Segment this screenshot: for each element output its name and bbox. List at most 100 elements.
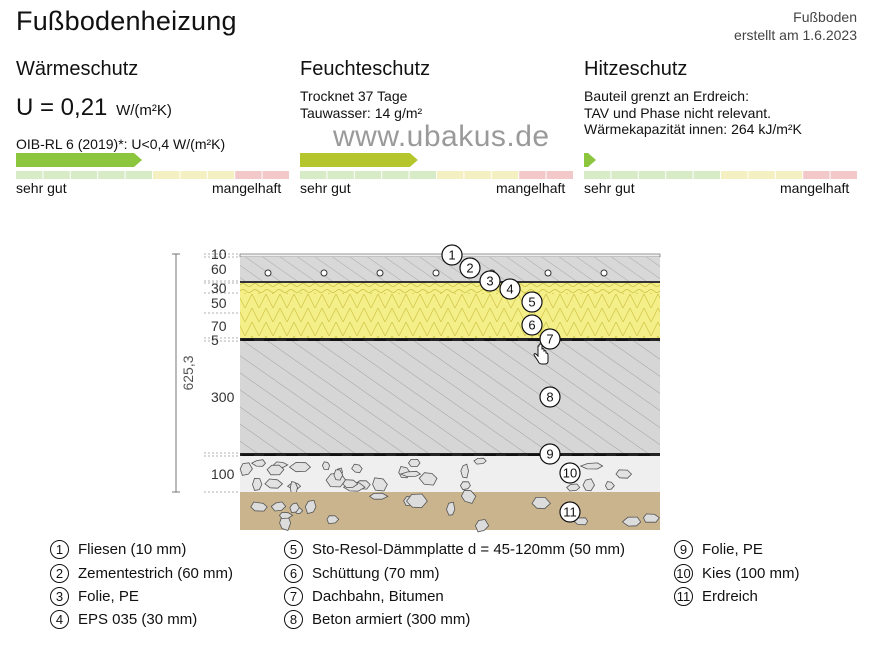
stone (266, 464, 285, 476)
legend-label: Folie, PE (78, 587, 139, 605)
summer-scale-good: sehr gut (584, 180, 635, 196)
component-type: Fußboden (793, 9, 857, 25)
membrane-dash (638, 454, 650, 456)
stone (342, 479, 359, 488)
marker-circle (559, 501, 581, 523)
legend-label: Erdreich (702, 587, 758, 605)
layer-marker-5: 5 (521, 291, 543, 313)
stone (474, 519, 490, 533)
dimension-label: 300 (211, 389, 235, 405)
moisture-rating-bar (300, 153, 418, 167)
summer-scale-segment (803, 171, 830, 179)
membrane-dash (528, 339, 540, 341)
legend-number: 2 (50, 563, 69, 583)
total-thickness-label: 625,3 (180, 355, 196, 390)
heat-scale-segment (98, 171, 125, 179)
layer-marker-4: 4 (499, 278, 521, 300)
legend-number: 6 (284, 563, 303, 583)
membrane-dash (418, 454, 430, 456)
soil-stones (250, 489, 660, 533)
u-value: U = 0,21 W/(m²K) (16, 94, 172, 122)
marker-number: 1 (448, 248, 455, 263)
membrane-dash (396, 339, 408, 341)
membrane-dash (594, 454, 606, 456)
membrane-dash (528, 454, 540, 456)
created-date: erstellt am 1.6.2023 (734, 27, 857, 43)
stone (446, 501, 456, 516)
heat-scale-good: sehr gut (16, 180, 67, 196)
header-meta: Fußboden erstellt am 1.6.2023 (734, 8, 857, 44)
heating-pipe (600, 269, 608, 277)
marker-number: 3 (486, 274, 493, 289)
stone (321, 461, 331, 471)
legend-item-6: 6 Schüttung (70 mm) (284, 562, 440, 584)
summer-scale-segment (666, 171, 693, 179)
moisture-scale-segment (382, 171, 409, 179)
layer-foil-pe (240, 281, 660, 283)
moisture-scale-segment (437, 171, 464, 179)
marker-circle (521, 314, 543, 336)
marker-circle (459, 257, 481, 279)
heat-scale-bad: mangelhaft (212, 180, 282, 196)
membrane-dash (506, 454, 518, 456)
legend-number: 1 (50, 539, 69, 559)
stone (582, 478, 595, 492)
membrane-dash (264, 454, 276, 456)
legend-label: Beton armiert (300 mm) (312, 610, 471, 628)
marker-circle (539, 443, 561, 465)
stone (460, 463, 469, 479)
layer-fill-pattern (240, 313, 660, 338)
legend-label: Sto-Resol-Dämmplatte d = 45-120mm (50 mm… (312, 540, 626, 558)
summer-scale-segment (830, 171, 857, 179)
stone (333, 469, 344, 481)
membrane-dash (616, 339, 628, 341)
marker-circle (521, 291, 543, 313)
membrane-dash (308, 454, 320, 456)
rating-bars (16, 153, 857, 179)
legend-label: Kies (100 mm) (702, 564, 800, 582)
heat-scale-segment (235, 171, 262, 179)
membrane-dash (418, 339, 430, 341)
summer-heading: Hitzeschutz (584, 58, 688, 80)
layer-marker-11: 11 (559, 501, 581, 523)
marker-circle (441, 244, 463, 266)
membrane-dash (462, 454, 474, 456)
layer-concrete-hatch (240, 341, 660, 453)
heat-scale-segment (180, 171, 207, 179)
heat-scale-segment (70, 171, 98, 179)
layer-marker-3: 3 (479, 270, 501, 292)
heat-scale-segment (207, 171, 235, 179)
dimension-label: 30 (211, 280, 227, 296)
stone (621, 516, 642, 527)
marker-circle (499, 278, 521, 300)
stone (239, 462, 253, 476)
summer-scale-bad: mangelhaft (780, 180, 850, 196)
foil-dashes (242, 454, 650, 456)
legend-number: 8 (284, 609, 303, 629)
legend-label: EPS 035 (30 mm) (78, 610, 198, 628)
stone (278, 511, 294, 519)
heat-rating-bar (16, 153, 143, 167)
stone (566, 483, 581, 492)
summer-scale-segment (584, 171, 611, 179)
summer-rating-bar (584, 153, 596, 167)
stone (250, 459, 267, 467)
marker-number: 2 (466, 261, 473, 276)
stone (289, 502, 300, 514)
summer-line-3: Wärmekapazität innen: 264 kJ/m²K (584, 121, 802, 137)
stone (460, 489, 477, 504)
legend-label: Zementestrich (60 mm) (78, 564, 234, 582)
summer-scale-segment (721, 171, 748, 179)
membrane-dash (572, 454, 584, 456)
layer-marker-8: 8 (539, 386, 561, 408)
moisture-scale-segment (519, 171, 546, 179)
stone (252, 477, 263, 491)
summer-line-2: TAV und Phase nicht relevant. (584, 104, 772, 121)
heat-heading: Wärmeschutz (16, 58, 139, 80)
heating-pipe (376, 269, 384, 277)
moisture-scale-segment (546, 171, 573, 179)
summer-scale-segment (775, 171, 803, 179)
dimension-label: 5 (211, 332, 219, 348)
